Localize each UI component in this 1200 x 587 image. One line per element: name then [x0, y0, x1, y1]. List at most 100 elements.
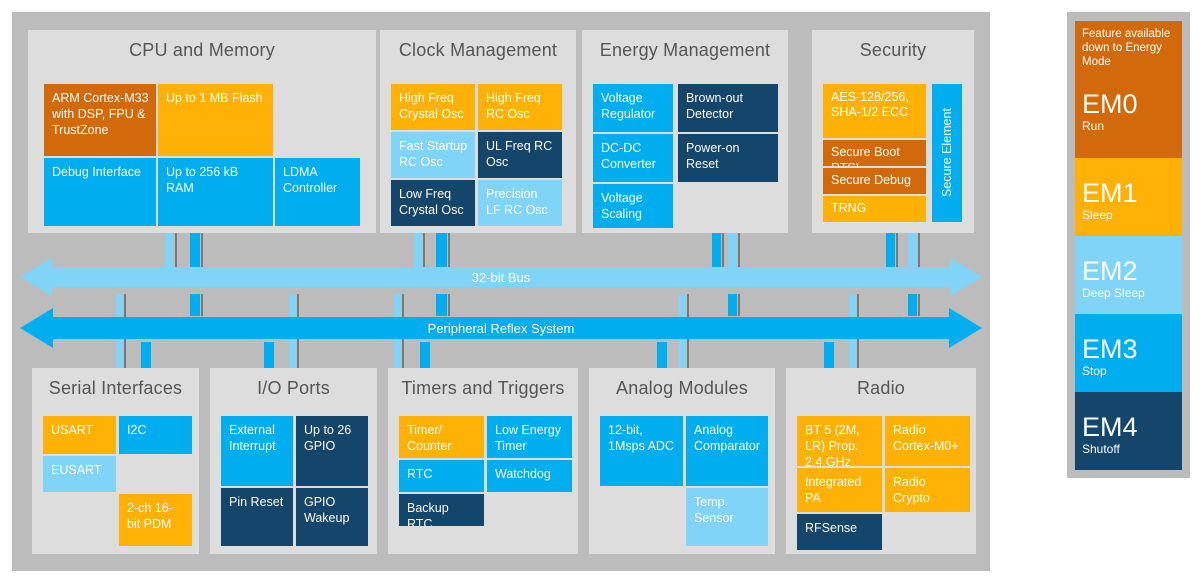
block-gpio-wakeup[interactable]: GPIO Wakeup [296, 488, 368, 546]
bus-prs-arrow-shape [20, 308, 982, 348]
connector-bus-prs-1[interactable] [190, 294, 200, 316]
block-pin-reset[interactable]: Pin Reset [221, 488, 293, 546]
block-i2c[interactable]: I2C [119, 416, 192, 454]
connector-cpu-bus-light [165, 233, 173, 268]
block-integrated-pa[interactable]: Integrated PA [797, 468, 882, 512]
connector-shadow-17 [918, 294, 920, 316]
block-aes-sha-ecc[interactable]: AES-128/256, SHA-1/2 ECC [823, 84, 926, 138]
block-rtc[interactable]: RTC [399, 460, 484, 492]
block-flash[interactable]: Up to 1 MB Flash [158, 84, 273, 156]
connector-shadow-2 [201, 233, 203, 268]
connector-security-bus-light [908, 233, 917, 268]
block-low-freq-crystal-osc[interactable]: Low Freq Crystal Osc [391, 180, 475, 226]
block-temp-sensor[interactable]: Temp. Sensor [686, 488, 768, 546]
block-radio-cortex-m0plus[interactable]: Radio Cortex-M0+ [885, 416, 970, 466]
section-title-energy-management: Energy Management [599, 40, 771, 60]
block-precision-lf-rc-osc[interactable]: Precision LF RC Osc [478, 180, 562, 226]
connector-shadow-15 [448, 294, 450, 316]
bus-32bit[interactable]: 32-bit Bus [20, 258, 982, 296]
connector-clock-bus-light [414, 233, 422, 268]
section-title-clock-management: Clock Management [398, 40, 558, 60]
block-high-freq-crystal-osc[interactable]: High Freq Crystal Osc [391, 84, 475, 130]
block-ram[interactable]: Up to 256 kB RAM [158, 158, 273, 226]
block-watchdog[interactable]: Watchdog [487, 460, 572, 492]
block-ldma-controller[interactable]: LDMA Controller [275, 158, 360, 226]
block-voltage-regulator[interactable]: Voltage Regulator [593, 84, 673, 132]
block-usart[interactable]: USART [43, 416, 116, 454]
block-secure-boot-rtsl[interactable]: Secure Boot RTSL [823, 140, 926, 166]
block-timer-counter[interactable]: Timer/ Counter [399, 416, 484, 458]
section-energy-management: Energy Management Voltage Regulator Brow… [582, 30, 788, 233]
connector-security-bus-dark[interactable] [886, 233, 895, 268]
connector-shadow-5 [722, 233, 724, 268]
connector-shadow-8 [918, 233, 920, 268]
legend-em0-code: EM0 [1082, 89, 1138, 119]
legend-item-em4[interactable]: EM4 Shutoff [1075, 392, 1182, 470]
legend-em1-name: Sleep [1082, 208, 1113, 222]
connector-bus-prs-3[interactable] [728, 294, 737, 316]
section-title-security: Security [859, 40, 927, 60]
block-adc[interactable]: 12-bit, 1Msps ADC [600, 416, 683, 486]
connector-prs-io[interactable] [264, 342, 274, 368]
block-power-on-reset[interactable]: Power-on Reset [678, 134, 778, 182]
legend-em3-code: EM3 [1082, 334, 1138, 364]
block-debug-interface[interactable]: Debug Interface [44, 158, 156, 226]
block-pdm[interactable]: 2-ch 16-bit PDM [119, 494, 192, 546]
block-brown-out-detector[interactable]: Brown-out Detector [678, 84, 778, 132]
block-secure-debug[interactable]: Secure Debug [823, 168, 926, 194]
connector-prs-radio[interactable] [824, 342, 834, 368]
block-voltage-scaling[interactable]: Voltage Scaling [593, 184, 673, 228]
block-rfsense[interactable]: RFSense [797, 514, 882, 550]
connector-cpu-bus-dark[interactable] [190, 233, 200, 268]
connector-prs-analog[interactable] [657, 342, 667, 368]
connector-clock-bus-dark[interactable] [436, 233, 447, 268]
block-low-energy-timer[interactable]: Low Energy Timer [487, 416, 572, 458]
block-dc-dc-converter[interactable]: DC-DC Converter [593, 134, 673, 182]
legend-em3-name: Stop [1082, 364, 1107, 378]
block-radio-crypto[interactable]: Radio Crypto [885, 468, 970, 512]
legend-item-em0[interactable]: Feature available down to Energy Mode EM… [1075, 21, 1182, 158]
connector-shadow-4 [448, 233, 450, 268]
legend-note: Feature available down to Energy Mode [1082, 28, 1171, 68]
section-title-timers-and-triggers: Timers and Triggers [401, 378, 565, 398]
block-backup-rtc[interactable]: Backup RTC [399, 494, 484, 526]
legend-item-em3[interactable]: EM3 Stop [1075, 314, 1182, 392]
block-analog-comparator[interactable]: Analog Comparator [686, 416, 768, 486]
legend-em2-name: Deep Sleep [1082, 286, 1145, 300]
section-title-analog-modules: Analog Modules [616, 378, 748, 398]
block-ul-freq-rc-osc[interactable]: UL Freq RC Osc [478, 132, 562, 178]
legend-em1-code: EM1 [1082, 178, 1138, 208]
connector-prs-timers[interactable] [420, 342, 430, 368]
block-bluetooth[interactable]: BT 5 (2M, LR) Prop. 2.4 GHz [797, 416, 882, 466]
section-title-cpu-and-memory: CPU and Memory [129, 40, 275, 60]
connector-bus-prs-4[interactable] [908, 294, 917, 316]
block-high-freq-rc-osc[interactable]: High Freq RC Osc [478, 84, 562, 130]
block-eusart[interactable]: EUSART [43, 456, 116, 492]
section-timers-and-triggers: Timers and Triggers Timer/ Counter Low E… [388, 368, 578, 554]
legend-item-em1[interactable]: EM1 Sleep [1075, 158, 1182, 236]
legend-em4-name: Shutoff [1082, 442, 1120, 456]
connector-energy-bus-light [728, 233, 737, 268]
section-serial-interfaces: Serial Interfaces USART I2C EUSART 2-ch … [32, 368, 199, 554]
block-gpio-count[interactable]: Up to 26 GPIO [296, 416, 368, 486]
bus-32bit-arrow-shape [20, 258, 982, 296]
connector-shadow-1 [175, 233, 177, 268]
legend-em0-name: Run [1082, 119, 1105, 133]
block-trng[interactable]: TRNG [823, 196, 926, 222]
section-io-ports: I/O Ports External Interrupt Up to 26 GP… [210, 368, 377, 554]
connector-bus-prs-2[interactable] [436, 294, 447, 316]
bus-peripheral-reflex-system[interactable]: Peripheral Reflex System [20, 308, 982, 348]
block-fast-startup-rc-osc[interactable]: Fast Startup RC Osc [391, 132, 475, 178]
block-arm-cortex-m33[interactable]: ARM Cortex-M33 with DSP, FPU & TrustZone [44, 84, 156, 156]
connector-prs-serial[interactable] [141, 342, 151, 368]
legend-item-em2[interactable]: EM2 Deep Sleep [1075, 236, 1182, 314]
connector-energy-bus-dark[interactable] [712, 233, 721, 268]
block-secure-element[interactable]: Secure Element [932, 84, 962, 222]
section-clock-management: Clock Management High Freq Crystal Osc H… [380, 30, 576, 233]
section-title-radio: Radio [856, 378, 906, 398]
legend-em4-code: EM4 [1082, 412, 1138, 442]
bus-32bit-label: 32-bit Bus [471, 269, 531, 285]
section-title-io-ports: I/O Ports [257, 378, 330, 398]
energy-mode-legend: Feature available down to Energy Mode EM… [1067, 12, 1190, 478]
block-external-interrupt[interactable]: External Interrupt [221, 416, 293, 486]
